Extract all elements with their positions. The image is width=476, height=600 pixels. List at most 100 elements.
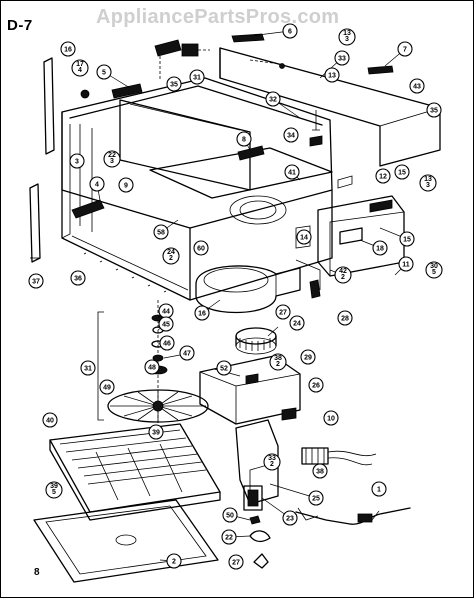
svg-text:13: 13 [328,73,336,80]
svg-text:223: 223 [108,152,116,165]
svg-text:35: 35 [170,82,178,89]
callout-44: 44 [158,303,174,319]
svg-text:10: 10 [327,416,335,423]
callout-31-top: 31 [189,69,205,85]
callout-38: 38 [312,463,328,479]
callout-45: 45 [158,316,174,332]
svg-text:12: 12 [379,174,387,181]
callout-35: 35 [166,76,182,92]
svg-text:4: 4 [95,182,99,189]
svg-text:43: 43 [413,84,421,91]
callout-6-top: 6 [282,23,298,39]
top-small-parts [80,39,353,189]
svg-text:174: 174 [76,61,84,74]
page-number: 8 [34,567,40,578]
svg-text:48: 48 [148,365,156,372]
callout-37: 37 [28,273,44,289]
svg-text:16: 16 [198,311,206,318]
callout-25: 25 [308,490,324,506]
callout-22: 22 [221,529,237,545]
svg-text:31: 31 [193,75,201,82]
drip-pan [33,499,219,583]
callout-12: 12 [375,168,391,184]
svg-text:44: 44 [162,309,170,316]
svg-text:7: 7 [403,47,407,54]
side-bracket [29,57,55,263]
svg-text:15: 15 [403,237,411,244]
callout-41: 41 [284,164,300,180]
svg-text:15: 15 [398,170,406,177]
callout-36: 36 [70,270,86,286]
svg-text:395: 395 [50,483,58,496]
callout-4: 4 [89,176,105,192]
svg-text:37: 37 [32,279,40,286]
callout-7: 7 [397,41,413,57]
svg-text:35: 35 [430,108,438,115]
callout-35-right: 35 [426,102,442,118]
svg-text:60: 60 [197,246,205,253]
filter-tray [49,423,221,521]
svg-text:5: 5 [102,70,106,77]
svg-text:305: 305 [430,263,438,276]
callout-47: 47 [179,345,195,361]
callout-13: 13 [324,67,340,83]
callout-15-b: 15 [399,231,415,247]
svg-text:50: 50 [226,513,234,520]
svg-text:58: 58 [157,230,165,237]
svg-text:49: 49 [103,385,111,392]
svg-text:8: 8 [242,137,246,144]
svg-text:31: 31 [84,366,92,373]
svg-text:14: 14 [300,235,308,242]
motor-bracket [199,355,301,505]
svg-text:18: 18 [376,246,384,253]
callout-11: 11 [398,256,414,272]
callout-40: 40 [42,412,58,428]
svg-text:27: 27 [279,310,287,317]
svg-text:47: 47 [183,351,191,358]
svg-text:16: 16 [64,47,72,54]
callout-15-a: 15 [394,164,410,180]
svg-text:2: 2 [172,559,176,566]
callout-26: 26 [308,377,324,393]
callout-28: 28 [337,310,353,326]
svg-text:52: 52 [220,366,228,373]
callout-18: 18 [372,240,388,256]
svg-text:23: 23 [286,516,294,523]
svg-text:133: 133 [424,176,432,189]
callout-16-mid: 16 [194,305,210,321]
svg-text:34: 34 [287,133,295,140]
callout-60: 60 [193,240,209,256]
callout-27-bottom: 27 [228,554,244,570]
callout-50: 50 [222,507,238,523]
callout-43: 43 [409,78,425,94]
svg-text:27: 27 [232,560,240,567]
svg-text:3: 3 [75,159,79,166]
svg-text:41: 41 [288,170,296,177]
svg-text:46: 46 [163,341,171,348]
wiring [295,447,411,525]
callout-23: 23 [282,510,298,526]
svg-text:32: 32 [269,97,277,104]
callout-10: 10 [323,410,339,426]
svg-text:6: 6 [288,29,292,36]
svg-text:422: 422 [339,268,347,281]
main-housing [61,77,333,301]
svg-text:38: 38 [316,469,324,476]
svg-text:1: 1 [377,487,381,494]
callout-48: 48 [144,359,160,375]
svg-text:382: 382 [274,355,282,368]
svg-text:29: 29 [304,355,312,362]
callout-1: 1 [371,481,387,497]
svg-text:25: 25 [312,496,320,503]
svg-text:39: 39 [152,430,160,437]
svg-text:9: 9 [124,183,128,190]
